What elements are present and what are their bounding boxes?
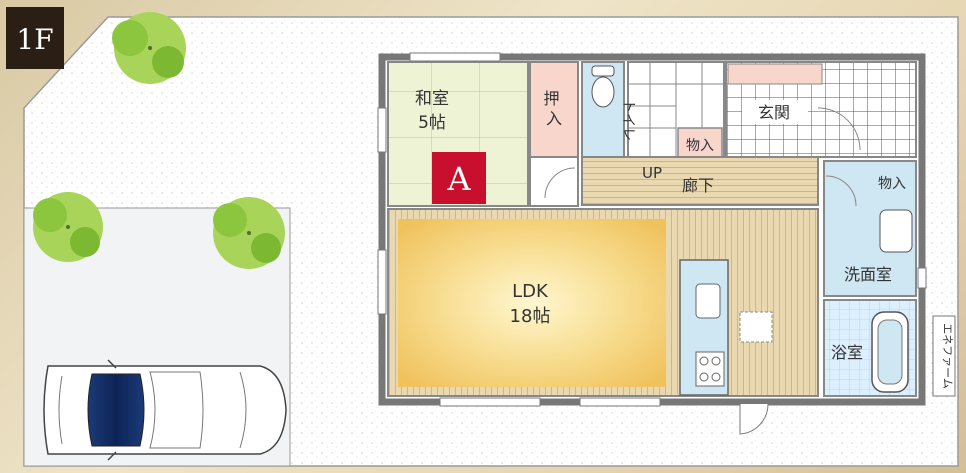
monoire-stair-label: 物入 <box>686 138 714 154</box>
tree-left <box>33 192 103 262</box>
washitsu-size: 5帖 <box>418 113 446 133</box>
dining-table <box>739 311 773 343</box>
monoire-under-stairs <box>677 127 723 158</box>
ecocute-unit <box>932 315 956 397</box>
toilet-label-h: トイレ <box>620 99 636 141</box>
ecocute-label: エネファーム <box>941 323 954 389</box>
monoire-hall-label: 物入 <box>878 176 906 192</box>
tree-right <box>213 197 285 269</box>
rouka-label: 廊下 <box>682 176 714 195</box>
up-label: UP <box>642 164 662 182</box>
tree-top <box>112 12 186 84</box>
ldk-door-swing <box>739 403 769 435</box>
oshiire-char-1: 押 <box>543 89 559 108</box>
oshiire-label: 押 入 <box>543 89 564 128</box>
yokushitsu-label: 浴室 <box>831 343 863 362</box>
ldk-name: LDK <box>512 281 549 302</box>
car-icon <box>43 359 287 461</box>
marker-a-badge <box>432 152 486 204</box>
oshiire-char-2: 入 <box>546 109 562 128</box>
floor-badge <box>6 7 64 69</box>
floor-badge-label: 1F <box>16 23 53 56</box>
ldk-highlight <box>398 219 666 387</box>
genkan-label: 玄関 <box>758 103 790 122</box>
senmen-label: 洗面室 <box>844 265 892 284</box>
corridor <box>581 156 819 206</box>
washitsu-name: 和室 <box>415 89 449 109</box>
oshiire-closet <box>529 61 579 158</box>
ldk-size: 18帖 <box>510 306 551 327</box>
marker-a-label: A <box>446 160 471 198</box>
inner-hall <box>529 156 579 207</box>
